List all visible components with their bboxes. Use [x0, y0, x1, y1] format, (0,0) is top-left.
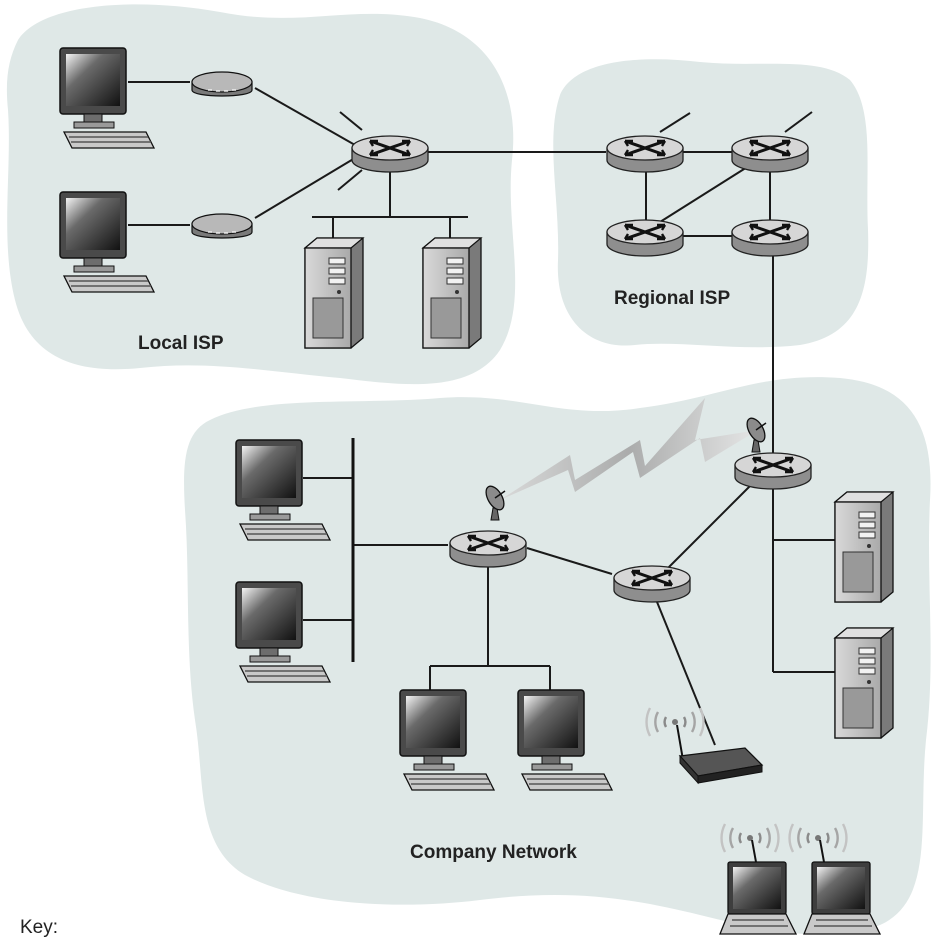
company-network-label: Company Network — [410, 842, 577, 863]
wireless-link-bolt — [500, 398, 758, 500]
server-icon — [834, 491, 894, 603]
router-icon — [605, 134, 685, 174]
key-label: Key: — [20, 917, 58, 938]
modem-icon — [191, 213, 253, 239]
wireless-access-point-icon — [676, 724, 764, 785]
server-icon — [834, 627, 894, 739]
company-network-cloud — [184, 377, 931, 935]
router-icon — [730, 134, 810, 174]
router-icon — [448, 529, 528, 569]
regional-isp-cloud — [553, 59, 869, 348]
server-icon — [304, 237, 364, 349]
regional-isp-label: Regional ISP — [614, 288, 730, 309]
router-icon — [350, 134, 430, 174]
laptop-icon — [803, 861, 881, 935]
router-icon — [733, 451, 813, 491]
laptop-icon — [719, 861, 797, 935]
server-icon — [422, 237, 482, 349]
modem-icon — [191, 71, 253, 97]
router-icon — [605, 218, 685, 258]
links — [128, 81, 836, 746]
local-isp-label: Local ISP — [138, 333, 224, 354]
router-icon — [612, 564, 692, 604]
router-icon — [730, 218, 810, 258]
